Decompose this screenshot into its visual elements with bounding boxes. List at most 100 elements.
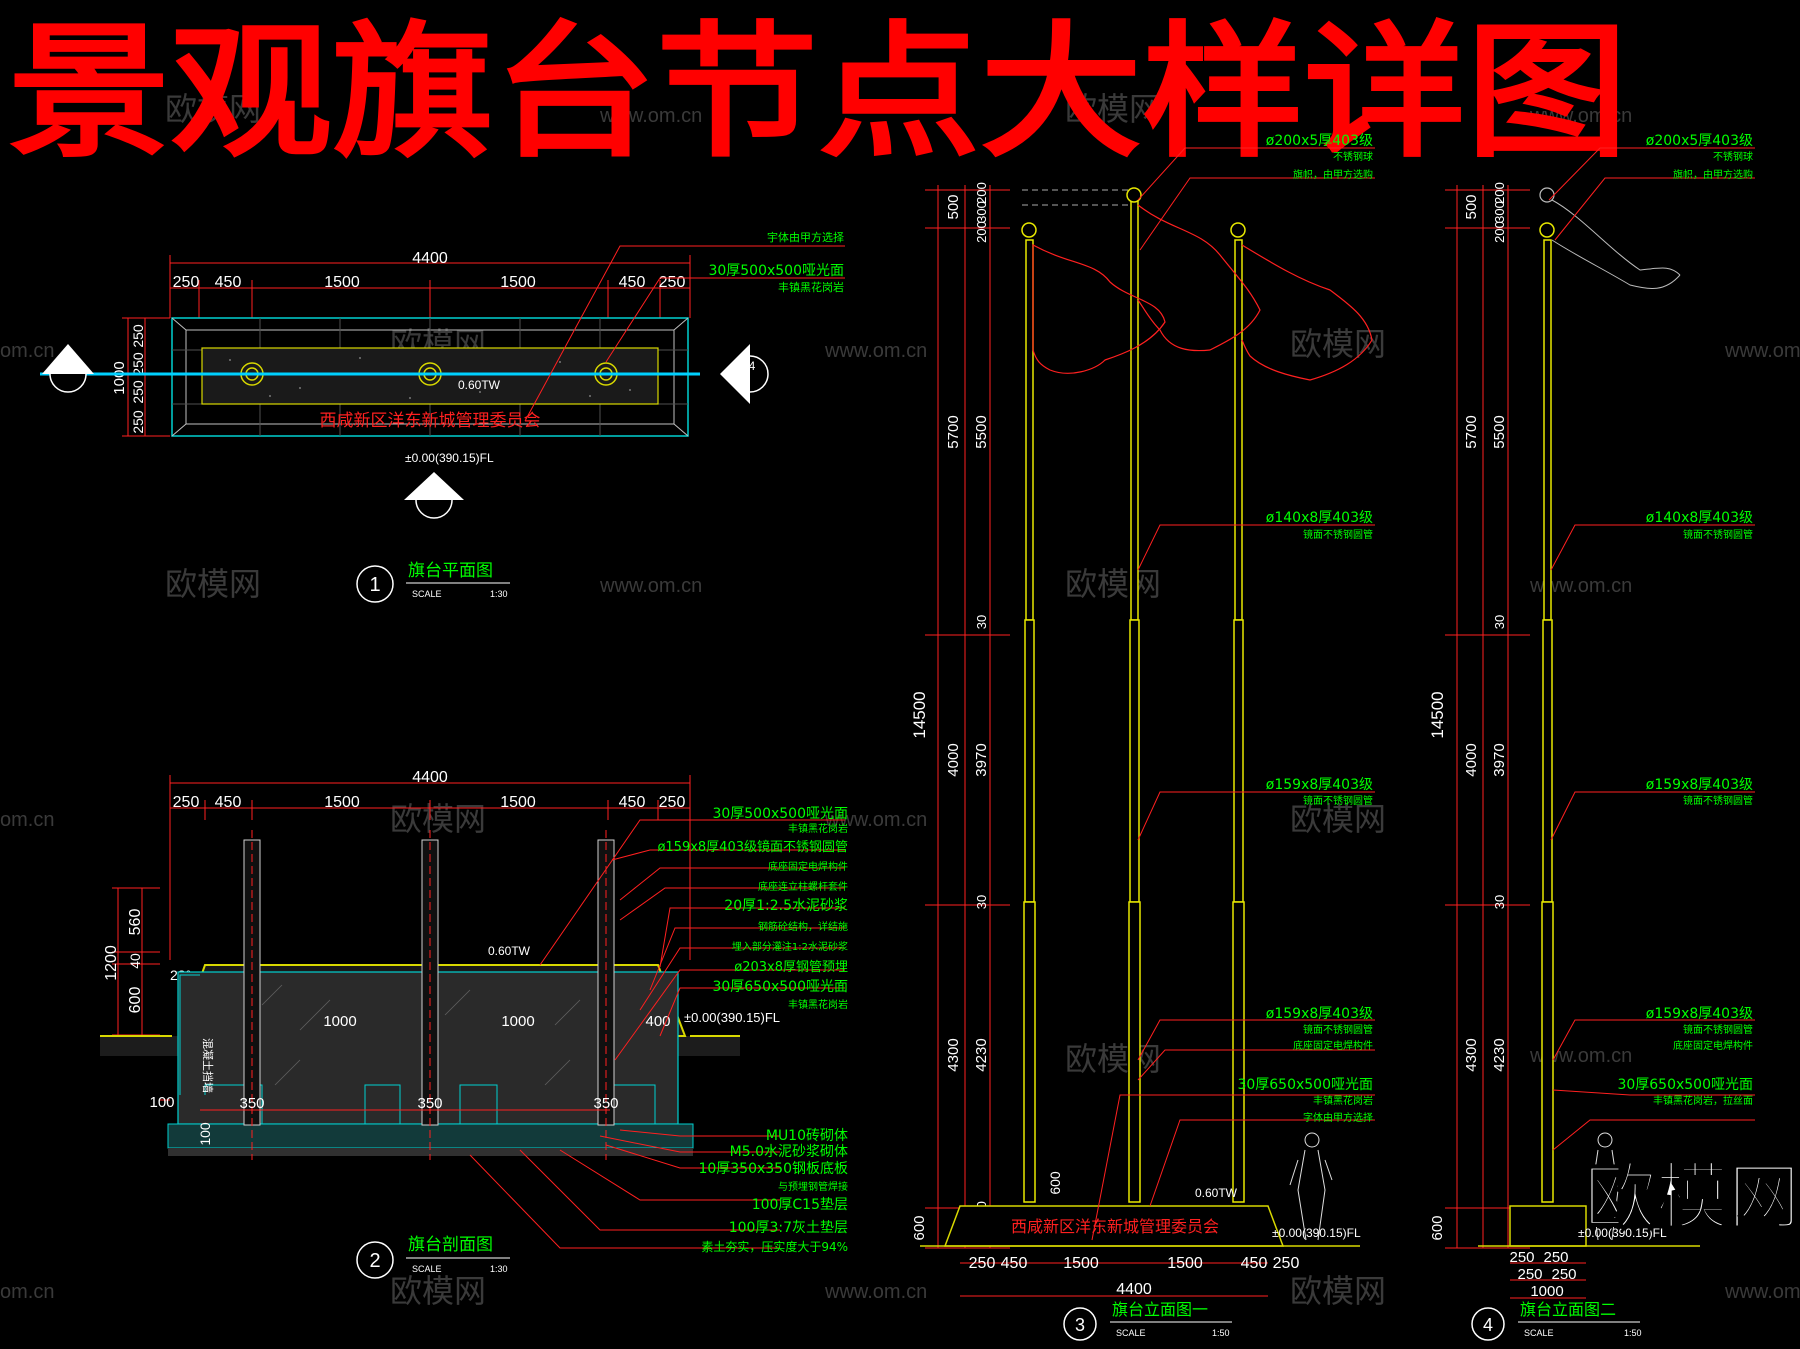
elevation-two: 14500 500 5700 4000 4300 600 200 300 200… <box>1428 133 1755 1341</box>
watermark-cn: 欧模网 <box>1065 565 1161 603</box>
elev1-dim-left: 4000 <box>945 743 962 776</box>
plan-view: 4400 250 450 1500 1500 450 250 1000 250 … <box>40 230 845 603</box>
section-label: 30厚650x500哑光面 <box>712 979 848 995</box>
elev2-dim-inner: 30 <box>1492 895 1507 909</box>
section-dim: 450 <box>619 794 646 811</box>
watermark-cn: 欧模网 <box>165 90 261 128</box>
plan-section-marker-right: 4 <box>720 344 769 404</box>
watermark-cn: 欧模网 <box>1065 1040 1161 1078</box>
elev1-label-mid1: ø140x8厚403级 <box>1266 510 1373 526</box>
elev2-label-mid2: 镜面不锈钢圆管 <box>1683 794 1753 807</box>
elevation-one: 14500 500 5700 4000 4300 600 200 300 200… <box>910 133 1375 1341</box>
plan-dim-total: 4400 <box>412 250 448 267</box>
section-label-bottom: M5.0水泥砂浆砌体 <box>730 1144 848 1160</box>
elev2-caption-num: 4 <box>1483 1315 1493 1335</box>
elev1-label-top: ø200x5厚403级 <box>1266 133 1373 149</box>
plan-dim: 250 <box>659 274 686 291</box>
plan-dim-left: 250 <box>130 380 146 404</box>
section-inner-width: 1000 <box>501 1013 534 1030</box>
elev2-label-top: 不锈钢球 <box>1713 150 1753 163</box>
elev2-label-low: ø159x8厚403级 <box>1646 1006 1753 1022</box>
section-label-bottom: 100厚C15垫层 <box>752 1197 848 1213</box>
plan-caption: 1 旗台平面图 SCALE 1:30 <box>356 561 510 603</box>
elev1-dim-inner: 200 <box>974 182 989 204</box>
elev1-dim-inner: 5500 <box>973 415 990 448</box>
watermark-url: www.om.cn <box>599 575 702 597</box>
section-label: 底座固定电焊构件 <box>768 860 848 873</box>
section-label: ø159x8厚403级镜面不锈钢圆管 <box>657 840 848 855</box>
watermark-cn: 欧模网 <box>1290 1272 1386 1310</box>
elev2-dim-inner: 3970 <box>1491 743 1508 776</box>
elev2-dim-bottom: 250 <box>1517 1266 1542 1283</box>
plan-label: 宇体由甲方选择 <box>767 230 844 244</box>
plan-section-marker-bottom: 3 <box>404 472 464 519</box>
watermark-url: www.om.cn <box>824 340 927 362</box>
elev1-caption: 3 旗台立面图一 SCALE 1:50 <box>1063 1300 1232 1341</box>
elev1-label-low: 字体由甲方选择 <box>1303 1111 1373 1124</box>
elev1-dim-left: 5700 <box>945 415 962 448</box>
watermark-cn: 欧模网 <box>390 1272 486 1310</box>
elev1-label-top: 不锈钢球 <box>1333 150 1373 163</box>
elev1-dim-inner: 30 <box>974 895 989 909</box>
section-dim-total: 4400 <box>412 769 448 786</box>
plan-dim: 1500 <box>500 274 536 291</box>
elev2-caption-title: 旗台立面图二 <box>1520 1300 1616 1319</box>
section-label-bottom: 100厚3:7灰土垫层 <box>729 1220 848 1236</box>
plan-elev-ground: ±0.00(390.15)FL <box>405 451 494 465</box>
elev2-dim-bottom: 250 <box>1509 1249 1534 1266</box>
elev1-dim-inner: 30 <box>974 615 989 629</box>
watermark-cn: 欧模网 <box>165 565 261 603</box>
watermark-url-short: om.cn <box>0 809 54 831</box>
elev2-dim-total: 14500 <box>1428 691 1447 738</box>
section-dim-bottom: 350 <box>593 1095 618 1112</box>
plan-dim: 1500 <box>324 274 360 291</box>
elev1-dim-inner: 300 <box>974 201 989 223</box>
elev1-label-low: 丰镇黑花岗岩 <box>1313 1094 1373 1107</box>
elev1-dim-bottom: 1500 <box>1063 1255 1099 1272</box>
section-label-bottom: 10厚350x350钢板底板 <box>698 1161 848 1177</box>
section-label: 丰镇黑花岗岩 <box>788 822 848 835</box>
plan-dim-left-total: 1000 <box>111 361 128 394</box>
section-elev-ground: ±0.00(390.15)FL <box>684 1010 780 1025</box>
elev1-dim-left: 500 <box>945 194 962 219</box>
section-dim-left: 600 <box>127 987 144 1014</box>
plan-caption-scale: 1:30 <box>490 589 508 599</box>
section-dim-bottom: 350 <box>417 1095 442 1112</box>
section-dim: 250 <box>659 794 686 811</box>
plan-caption-title: 旗台平面图 <box>408 561 493 581</box>
elev2-dim-bottom: 250 <box>1543 1249 1568 1266</box>
elev2-label-top: 旗帜，由甲方选购 <box>1673 168 1753 181</box>
watermark-url: www.om.cn <box>1529 1045 1632 1067</box>
plan-committee-text: 西咸新区洋东新城管理委员会 <box>320 411 541 431</box>
section-dim-left: 40 <box>127 953 143 969</box>
plan-marker-bottom-label: 3 <box>431 485 438 499</box>
elev1-dim-bottom: 250 <box>969 1255 996 1272</box>
elev2-dim-left: 5700 <box>1463 415 1480 448</box>
elev2-caption: 4 旗台立面图二 SCALE 1:50 <box>1471 1300 1642 1341</box>
section-dim-bottom: 100 <box>149 1094 174 1111</box>
plan-marker-right-label: 4 <box>749 359 756 373</box>
elev2-label-mid2: ø159x8厚403级 <box>1646 777 1753 793</box>
section-inner-right: 400 <box>645 1013 670 1030</box>
section-label: ø203x8厚钢管预埋 <box>734 960 848 975</box>
elev1-dim-bottom: 450 <box>1241 1255 1268 1272</box>
section-view: 4400 250 450 1500 1500 450 250 1200 560 … <box>100 769 848 1279</box>
elev2-dim-bottom: 250 <box>1551 1266 1576 1283</box>
elev2-dim-bottom-total: 1000 <box>1530 1283 1563 1300</box>
elev1-dim-600: 600 <box>1047 1171 1063 1195</box>
plan-marker-left-label: 2 <box>65 361 72 375</box>
elev2-elev-ground: ±0.00(390.15)FL <box>1578 1226 1667 1240</box>
brand-logo: 欧模网 <box>1584 1155 1800 1239</box>
section-label: 埋入部分灌注1:2水泥砂浆 <box>732 940 848 953</box>
elev1-label-low: 30厚650x500哑光面 <box>1237 1077 1373 1093</box>
elev2-dim-left: 500 <box>1463 194 1480 219</box>
elev2-label-mid1: ø140x8厚403级 <box>1646 510 1753 526</box>
person-figure <box>1289 1132 1333 1241</box>
plan-label: 30厚500x500哑光面 <box>708 263 844 279</box>
section-inner-width: 1000 <box>323 1013 356 1030</box>
elev1-label-low: 镜面不锈钢圆管 <box>1303 1023 1373 1036</box>
elev2-label-mid1: 镜面不锈钢圆管 <box>1683 528 1753 541</box>
elev1-dim-inner: 4230 <box>973 1038 990 1071</box>
section-elev-level: 0.60TW <box>488 944 531 958</box>
